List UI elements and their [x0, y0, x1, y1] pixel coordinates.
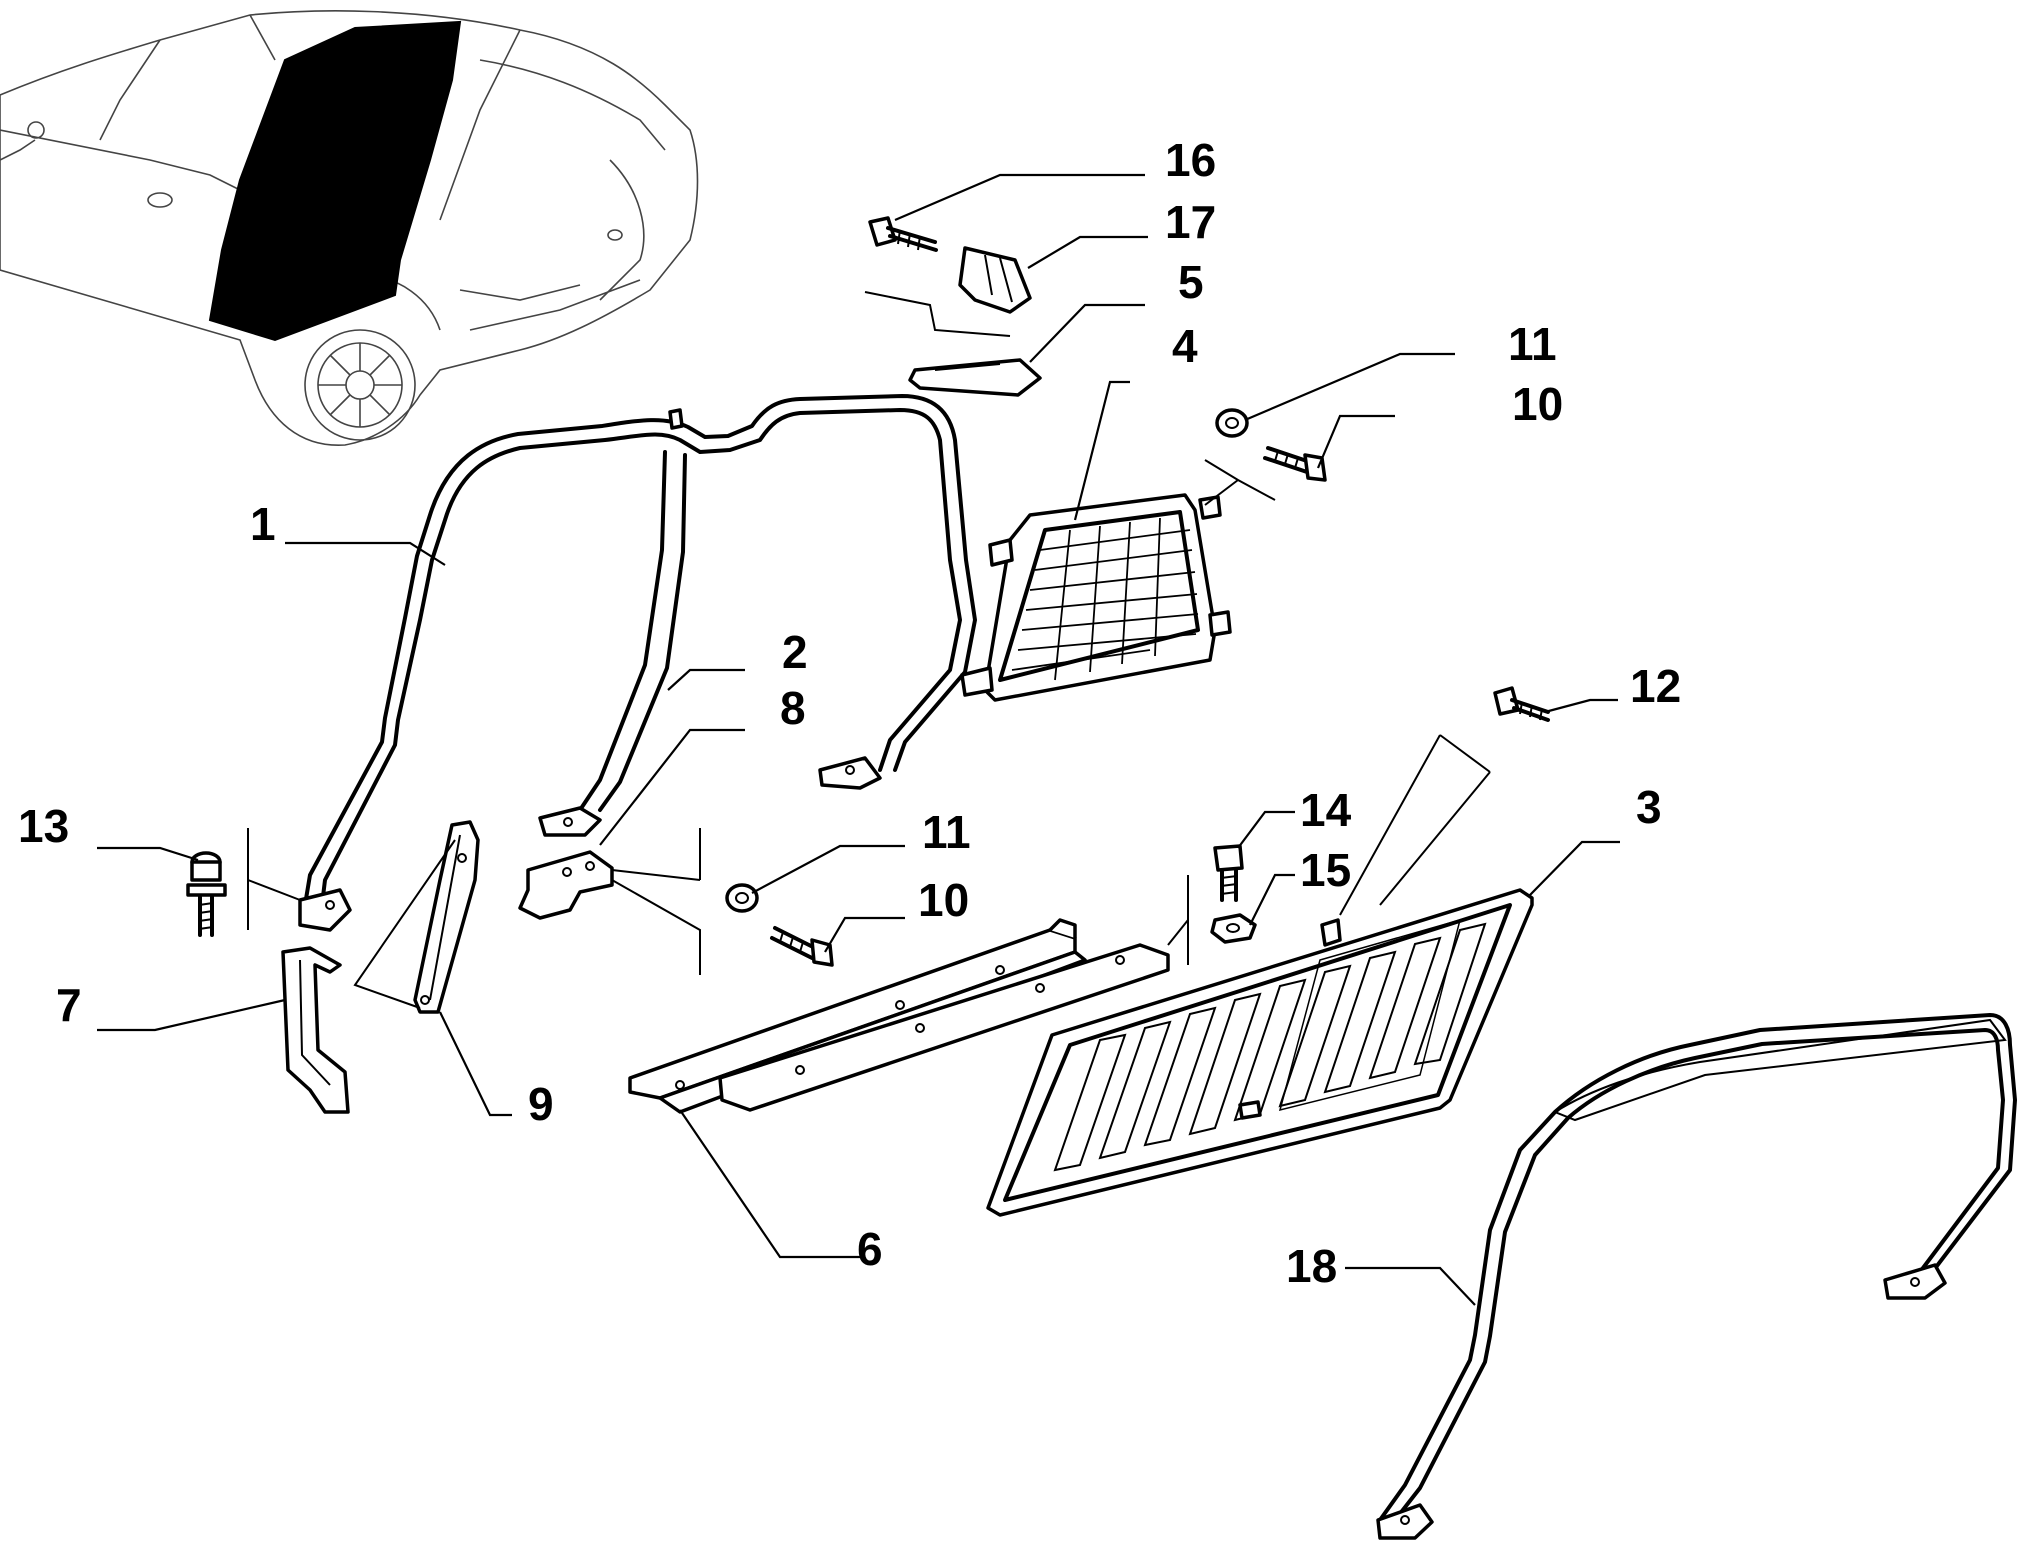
part-6-rail: [628, 875, 1189, 1114]
callout-18: 18: [1286, 1240, 1337, 1292]
leader-lines: [97, 173, 1620, 1306]
callout-11-upper: 11: [1508, 318, 1557, 370]
callout-11-lower: 11: [922, 806, 971, 858]
part-14-bolt: [1213, 844, 1244, 902]
car-locator-illustration: [0, 10, 699, 446]
part-1-frame: [298, 394, 977, 932]
part-3-grille-panel: [986, 734, 1534, 1217]
part-2-strut: [538, 450, 687, 837]
callout-14: 14: [1300, 784, 1352, 836]
part-15-nut: [1210, 913, 1257, 944]
part-8-bracket: [518, 828, 701, 975]
part-4-mesh-panel: [960, 493, 1232, 702]
callout-labels: 1 2 3 4 5 6 7 8 9 10 10 11 11 12 13 14 1…: [18, 134, 1681, 1292]
part-5-bracket: [864, 291, 1042, 397]
callout-1: 1: [250, 498, 276, 550]
part-11-washer-lower: [725, 883, 759, 913]
callout-6: 6: [857, 1223, 883, 1275]
part-10-bolt-lower: [770, 926, 834, 967]
callout-8: 8: [780, 682, 806, 734]
part-12-bolt: [1493, 686, 1550, 722]
callout-4: 4: [1172, 320, 1198, 372]
callout-7: 7: [56, 979, 82, 1031]
part-18-frame: [1376, 1013, 2017, 1540]
callout-9: 9: [528, 1078, 554, 1130]
part-7-bracket: [281, 946, 350, 1114]
part-11-washer-upper: [1215, 408, 1249, 438]
callout-12: 12: [1630, 660, 1681, 712]
callout-10-upper: 10: [1512, 378, 1563, 430]
callout-2: 2: [782, 626, 808, 678]
callout-16: 16: [1165, 134, 1216, 186]
part-16-bolt: [868, 216, 938, 252]
part-13-bolt: [186, 828, 301, 937]
callout-3: 3: [1636, 781, 1662, 833]
part-17-clip: [958, 246, 1032, 314]
callout-5: 5: [1178, 256, 1204, 308]
callout-13: 13: [18, 800, 69, 852]
part-9-bracket: [353, 820, 480, 1014]
callout-15: 15: [1300, 844, 1351, 896]
callout-17: 17: [1165, 196, 1216, 248]
highlighted-panel-icon: [208, 20, 462, 342]
part-10-bolt-upper: [1204, 446, 1327, 506]
callout-10-lower: 10: [918, 874, 969, 926]
